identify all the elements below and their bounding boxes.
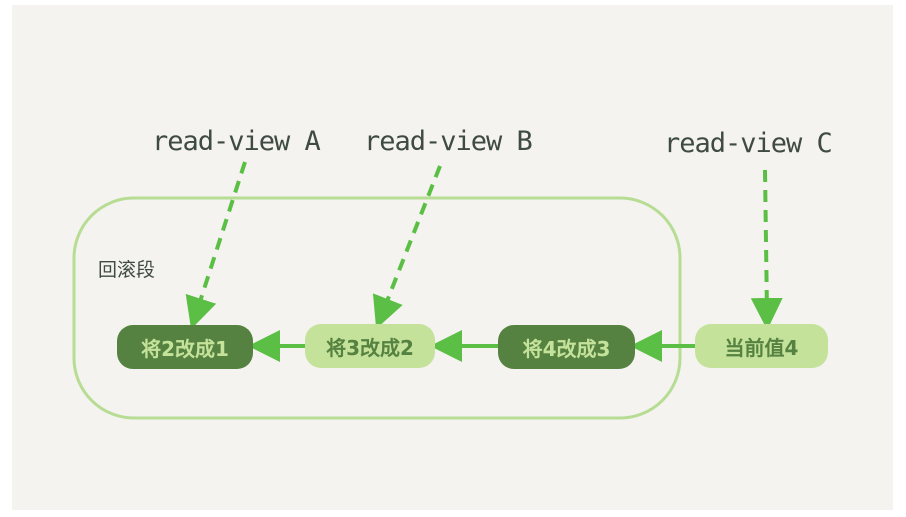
current-value-node: 当前值4 [695,324,828,368]
read-view-c-pointer [750,169,783,330]
rollback-segment-outline [72,196,682,420]
undo-node-3: 将4改成3 [498,325,635,369]
read-view-b-pointer [372,165,442,329]
diagram-canvas [12,5,893,510]
read-view-a-pointer [185,161,247,330]
read-view-a-label: read-view A [152,126,321,157]
read-view-b-label: read-view B [364,126,533,157]
undo-node-1: 将2改成1 [117,325,253,369]
undo-node-2: 将3改成2 [305,324,435,368]
rollback-segment-label: 回滚段 [98,259,156,281]
read-view-c-label: read-view C [664,128,833,159]
